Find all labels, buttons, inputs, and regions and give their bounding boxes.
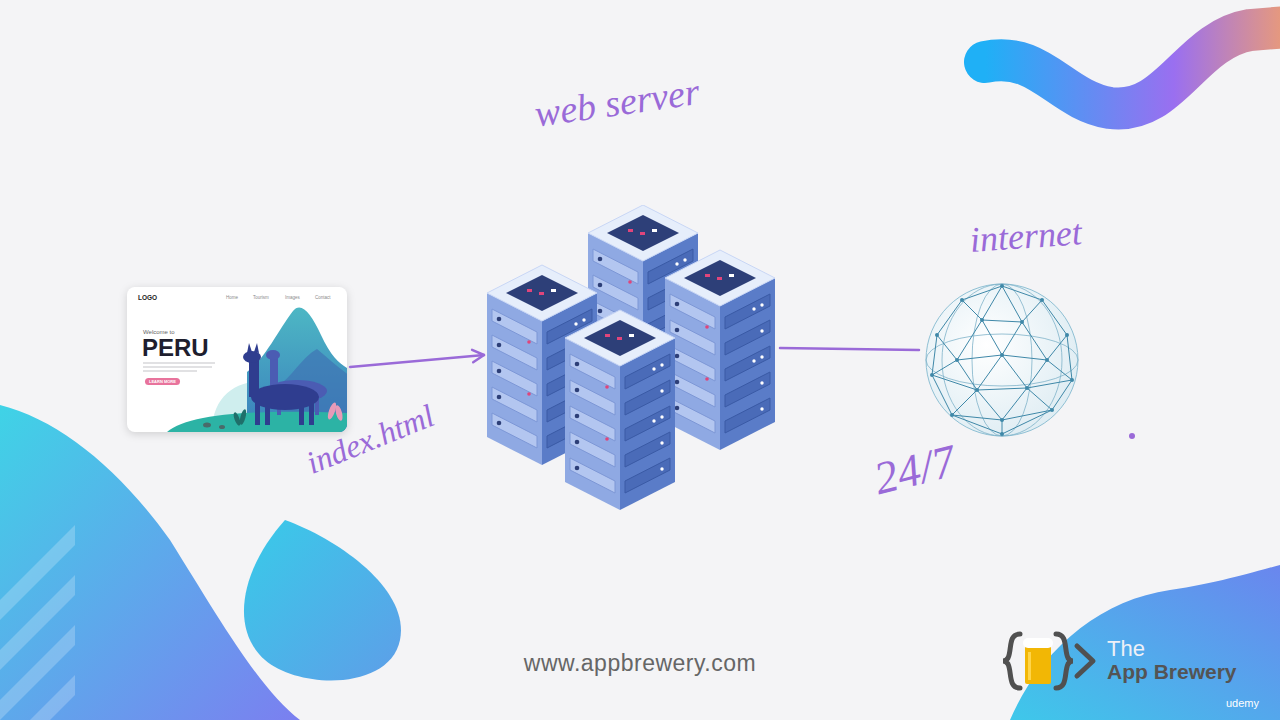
handwritten-note: 24/7 [870,438,960,502]
brand-icon-part [1028,652,1031,680]
globe-network-part-part [1040,298,1044,302]
website-card-box: LOGO Home Tourism Images ContactWelcome toPE… [127,287,347,432]
connector [780,348,919,350]
welcome-text: Welcome to [143,329,175,335]
nav-link: Images [285,296,300,301]
blob-stripes [0,525,75,720]
handwritten-heading: internet [969,214,1083,258]
pen-dot [1129,433,1135,439]
nav-link: Tourism [253,296,269,301]
website-card-part-part-part [266,350,280,360]
globe-network-part [930,284,1074,436]
website-card-part-part [203,423,225,430]
website-card-part-part-part [143,366,212,367]
website-card-part-part-part [247,343,252,353]
nav-link: Contact [315,296,331,301]
handwritten-heading: web server [532,72,701,133]
web-server-box: web server [487,205,777,510]
website-card-part-part [326,402,344,422]
globe-network-part-part [1045,358,1049,362]
website-card-part-part-part [143,362,215,363]
website-card-part-part-part [143,370,197,371]
globe-network-part-part [1000,353,1004,357]
server-racks-part [665,250,775,450]
brand-name: The [1107,638,1145,660]
globe-network-part-part [1020,320,1024,324]
globe-network [922,280,1082,440]
brand-icon-part [1023,638,1053,648]
corner-blob [0,405,300,720]
server-racks-part [565,310,675,510]
website-card-part-part-part [265,403,270,425]
hero-title: PERU [142,336,209,360]
website-card-part-part-part [219,425,225,429]
globe-network-part-part [950,413,954,417]
globe-network-part-part [980,318,984,322]
drop-blob [244,520,401,680]
website-card-part-part-part [203,423,211,428]
website-card-part-part-part [239,409,248,426]
website-card-part-part [143,363,215,371]
nav-link: Home [226,296,238,301]
globe-network-part-part [1000,418,1004,422]
brand-icon [1003,634,1093,688]
connector-line [350,355,484,367]
website-card-part-part-part [309,401,314,425]
watermark: udemy [1226,698,1259,709]
globe-network-part-part [1000,284,1004,288]
globe-network-part [926,284,1078,436]
internet-globe-box: internet [922,280,1082,440]
brand-icon-part [1003,634,1020,688]
globe-network-part-part [1000,432,1004,436]
globe-network-part [926,284,1078,436]
brand-icon-part [1025,646,1051,684]
server-racks [487,205,777,510]
connector-line [780,348,919,350]
blob-stripes-part [0,675,75,720]
globe-network-part-part [1065,333,1069,337]
globe-network-part-part [960,298,964,302]
globe-network-part [932,286,1072,434]
globe-network-part-part [1025,386,1029,390]
wave-decor [985,26,1280,109]
website-card-part [143,307,347,432]
globe-network-part-part [975,388,979,392]
website-url: www.appbrewery.com [524,652,756,675]
website-card-part-part-part [254,343,259,353]
globe-network-part-part [972,284,1032,436]
arrow-head [472,350,484,362]
website-card-part-part [243,343,319,425]
corner-blob-right [1010,565,1280,720]
globe-network-part-part [930,373,934,377]
cta-button: LEARN MORE [145,378,180,385]
website-card-part-part-part [251,384,319,410]
logo-text: LOGO [138,295,157,302]
brand-icon-part [1077,646,1093,676]
globe-network-part-part [935,333,939,337]
website-card-part-part [232,409,247,427]
brand-icon-part [1056,634,1073,688]
globe-network-part-part [1070,378,1074,382]
website-card-part-part-part [249,359,259,397]
website-card-part-part-part [334,404,344,421]
globe-network-part-part [955,358,959,362]
website-card-part-part-part [299,403,304,425]
globe-network-part-part [1050,408,1054,412]
connector [350,350,484,367]
globe-network-part-part [926,334,1078,386]
website-card-part-part-part [255,401,260,425]
brand-name: App Brewery [1107,661,1237,682]
